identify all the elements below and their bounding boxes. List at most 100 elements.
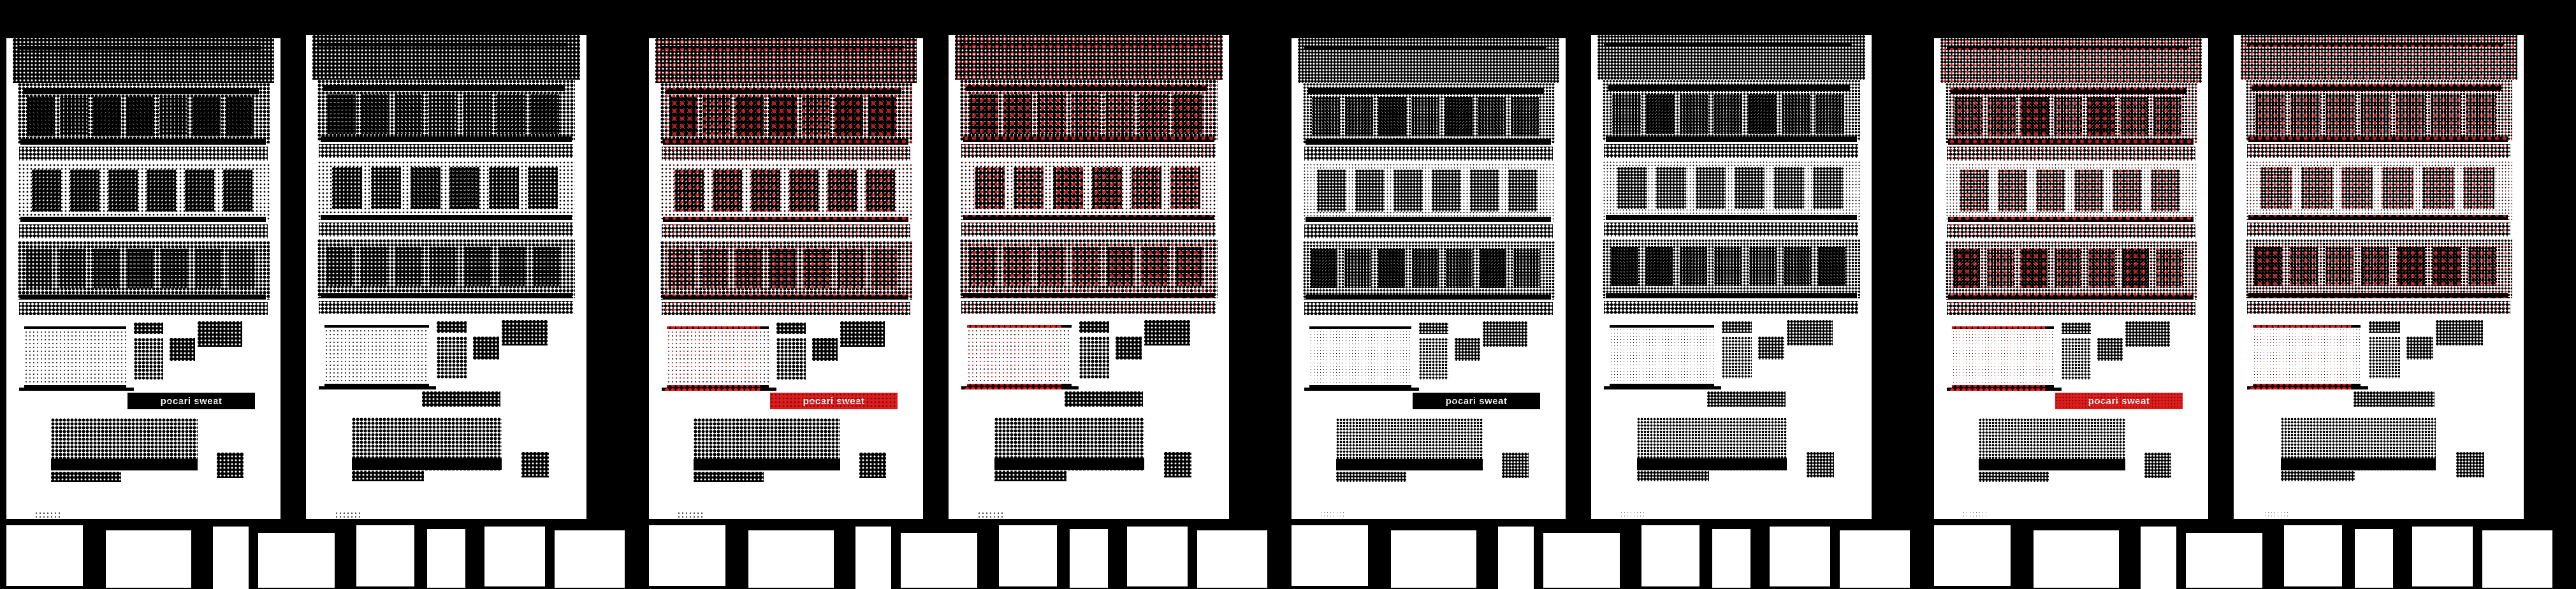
product-can xyxy=(2361,247,2389,286)
product-can xyxy=(802,97,830,136)
machine-leg xyxy=(977,519,999,589)
vending-machine-left: pocari sweat xyxy=(1292,38,1566,548)
panel-rule xyxy=(662,388,776,391)
delivery-tray-lip xyxy=(2281,458,2436,470)
placard-bottom-edge xyxy=(1309,385,1411,388)
promo-banner-label: pocari sweat xyxy=(160,395,222,407)
product-can xyxy=(93,249,120,288)
sidewalk-tile xyxy=(2355,529,2393,588)
product-can xyxy=(1954,97,1983,136)
selection-button-row xyxy=(1947,302,2195,315)
product-can xyxy=(669,97,697,136)
product-shelf-3 xyxy=(18,241,270,300)
product-can xyxy=(1037,94,1066,134)
product-can xyxy=(2021,97,2049,136)
product-bottle xyxy=(147,170,176,212)
product-can xyxy=(2087,97,2115,136)
shelf-2-edge xyxy=(2248,215,2508,220)
product-can xyxy=(803,249,830,288)
product-shelf-3 xyxy=(1946,241,2197,300)
product-shelf-2 xyxy=(1303,163,1555,222)
product-bottle xyxy=(866,170,895,212)
product-can xyxy=(1714,94,1742,134)
vending-machine-right xyxy=(949,35,1229,548)
product-bottle xyxy=(2422,167,2454,209)
sidewalk-tile xyxy=(1760,527,1830,586)
red-halftone-tint xyxy=(2241,35,2517,315)
product-shelf-2 xyxy=(1946,163,2197,222)
product-shelf-2 xyxy=(2246,161,2512,220)
product-can xyxy=(1680,247,1707,286)
product-can xyxy=(1513,249,1540,288)
product-bottle xyxy=(1432,170,1461,212)
panel-color-2: pocari sweat xyxy=(1928,0,2576,589)
sidewalk-tile xyxy=(901,533,977,588)
product-can xyxy=(2468,247,2496,286)
sidewalk-tile xyxy=(555,530,625,588)
product-bottle xyxy=(1014,167,1044,209)
sign-edge-line xyxy=(662,46,904,50)
product-can xyxy=(429,247,456,286)
product-can xyxy=(1646,94,1675,134)
product-shelf-2 xyxy=(317,161,575,220)
product-can xyxy=(1175,247,1203,286)
machine-leg xyxy=(1620,519,1641,589)
placard-top-edge xyxy=(1610,325,1714,328)
product-bottle xyxy=(2074,170,2104,212)
sidewalk-tile xyxy=(2186,533,2262,588)
price-strip-1 xyxy=(1947,147,2195,161)
product-shelf-3 xyxy=(2246,239,2512,298)
shelf-2-edge xyxy=(1306,217,1551,222)
product-can xyxy=(2122,249,2149,288)
product-can xyxy=(1714,247,1742,286)
product-bottle xyxy=(528,167,558,209)
product-can xyxy=(1107,247,1134,286)
product-can xyxy=(1748,94,1777,134)
delivery-tray-lip xyxy=(1637,458,1787,470)
product-can xyxy=(1139,94,1168,134)
product-shelf-2 xyxy=(660,163,912,222)
sidewalk-base xyxy=(1285,519,1913,589)
panel-rule xyxy=(961,386,1079,389)
price-strip-1 xyxy=(1304,147,1553,161)
product-bottle xyxy=(1355,170,1385,212)
sign-edge-line xyxy=(1304,46,1546,50)
shelf-1-edge xyxy=(663,139,908,145)
product-shelf-3 xyxy=(1303,241,1555,300)
selection-button-row xyxy=(1604,301,1858,314)
product-can xyxy=(2466,94,2496,134)
shelf-1-edge xyxy=(963,136,1214,142)
shelf-3-edge xyxy=(321,293,572,298)
sign-edge-line xyxy=(19,46,261,50)
placard-bottom-edge xyxy=(324,384,429,386)
product-can xyxy=(2054,97,2082,136)
placard-top-edge xyxy=(324,325,429,328)
product-can xyxy=(27,97,55,136)
sidewalk-tile xyxy=(853,527,891,589)
machine-top-sign xyxy=(955,35,1223,80)
panel-rule xyxy=(1304,388,1419,391)
product-bottle xyxy=(32,170,61,212)
machine-lower-panel xyxy=(315,315,578,527)
placard-top-edge xyxy=(1952,326,2054,329)
product-can xyxy=(428,94,457,134)
price-strip-1 xyxy=(961,144,1216,158)
product-bottle xyxy=(1617,167,1647,209)
placard-top-edge xyxy=(24,326,126,329)
vending-machine-left: pocari sweat xyxy=(6,38,280,548)
selection-button-row xyxy=(1304,302,1553,315)
machine-lower-panel xyxy=(1943,316,2201,527)
machine-leg xyxy=(2119,519,2141,589)
sidewalk-tile xyxy=(1712,529,1750,588)
panel-rule xyxy=(1947,388,2062,391)
machine-leg xyxy=(2011,519,2034,589)
product-bottle xyxy=(1170,167,1200,209)
product-can xyxy=(1480,249,1506,288)
product-shelf-3 xyxy=(317,239,575,298)
promo-banner-label: pocari sweat xyxy=(803,395,865,407)
sidewalk-tile xyxy=(427,529,465,588)
product-can xyxy=(2021,249,2048,288)
product-can xyxy=(1478,97,1506,136)
product-can xyxy=(2290,94,2320,134)
product-can xyxy=(1782,94,1810,134)
